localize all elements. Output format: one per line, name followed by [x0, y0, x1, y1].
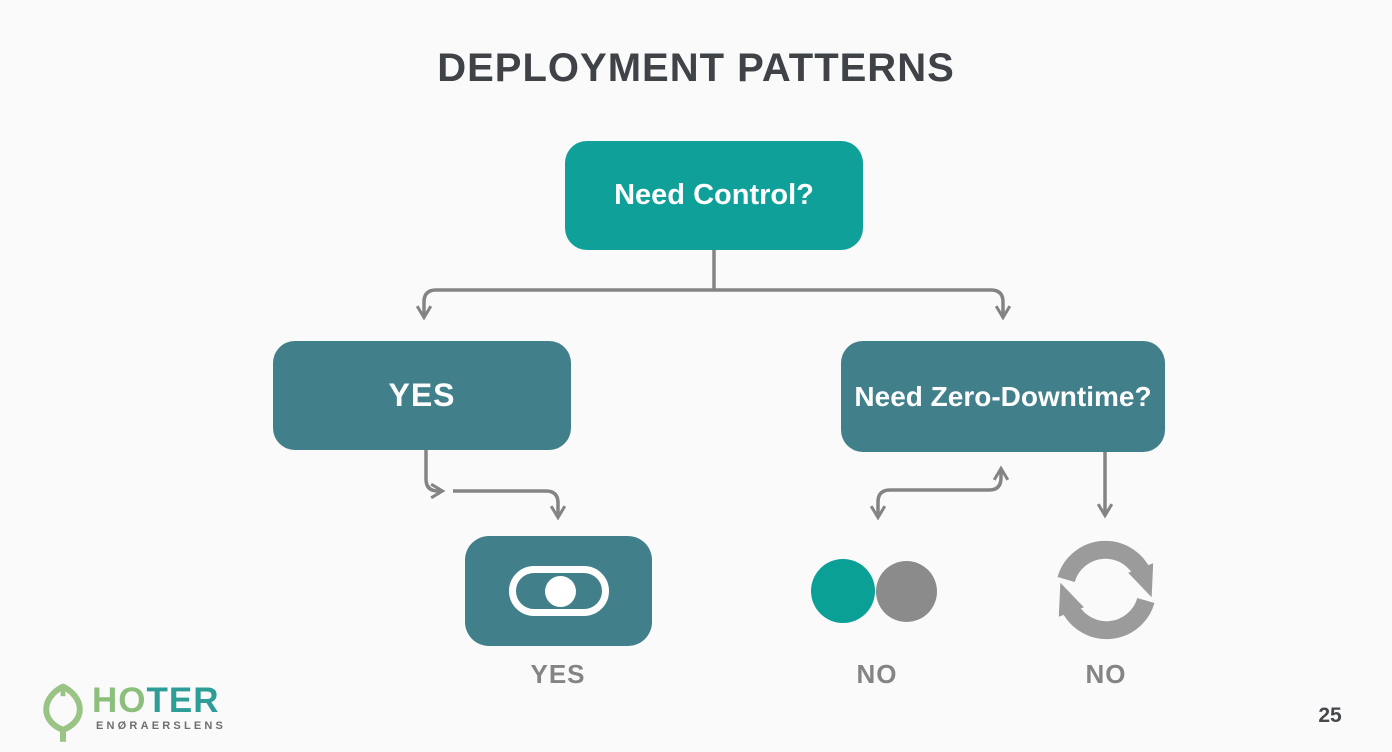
- leaf-node-toggle: [465, 536, 652, 646]
- page-title: DEPLOYMENT PATTERNS: [437, 46, 955, 90]
- decision-node-label: YES: [388, 377, 456, 413]
- logo-leaf-icon: [43, 683, 83, 742]
- blue-green-circles-icon: [811, 559, 875, 623]
- logo: HOTER ENØRAERSLENS: [36, 683, 226, 743]
- decision-node-need-zero-downtime: Need Zero-Downtime?: [841, 341, 1165, 452]
- decision-node-label: Need Control?: [614, 179, 814, 211]
- page-number: 25: [1318, 704, 1342, 727]
- logo-word-green: HO: [92, 681, 147, 720]
- logo-word-teal: TER: [146, 681, 220, 720]
- toggle-icon: [508, 566, 609, 616]
- leaf-label-no-rolling: NO: [1085, 659, 1127, 689]
- leaf-label-yes: YES: [530, 659, 586, 689]
- decision-node-yes: YES: [273, 341, 571, 450]
- leaf-label-no-circles: NO: [856, 659, 898, 689]
- logo-text: HOTER ENØRAERSLENS: [92, 683, 227, 733]
- logo-tagline: ENØRAERSLENS: [96, 720, 227, 732]
- logo-word: HOTER: [92, 683, 226, 719]
- toggle-knob: [544, 575, 576, 607]
- decision-node-need-control: Need Control?: [565, 141, 863, 250]
- decision-node-label: Need Zero-Downtime?: [854, 380, 1152, 412]
- blue-green-circles-icon-gray: [876, 561, 937, 622]
